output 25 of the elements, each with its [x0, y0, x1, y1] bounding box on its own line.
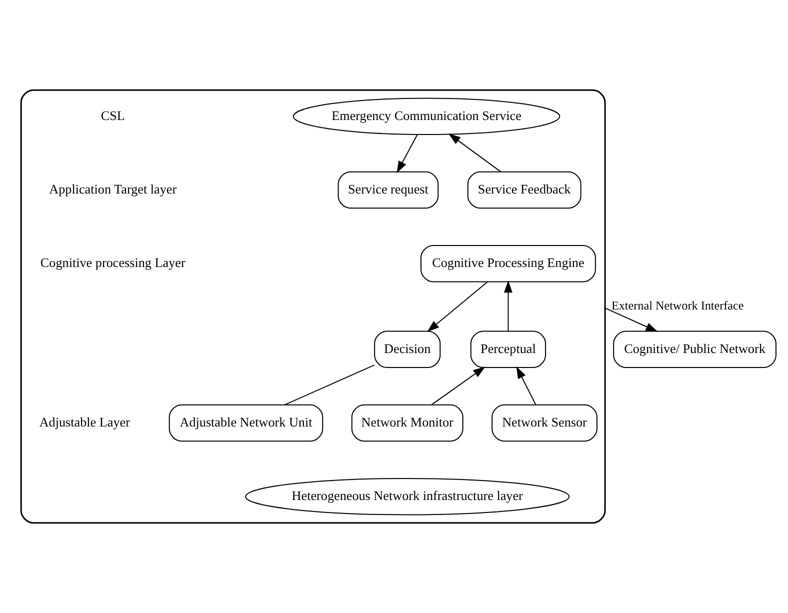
arrow — [448, 133, 500, 172]
cluster — [20, 89, 606, 524]
node-box: Cognitive/ Public Network — [612, 330, 776, 368]
arrow — [503, 280, 512, 332]
node-box: Perceptual — [470, 330, 546, 368]
node-box: Network Sensor — [491, 404, 597, 442]
arrow — [516, 366, 536, 406]
label: Cognitive processing Layer — [40, 255, 185, 270]
node-box: Service Feedback — [466, 171, 581, 209]
arrow — [426, 282, 488, 332]
label: CSL — [100, 108, 124, 123]
label: Adjustable Layer — [38, 414, 130, 430]
connector — [284, 364, 374, 406]
node-box: Service request — [337, 171, 438, 209]
arrow — [430, 366, 485, 406]
node-box: Adjustable Network Unit — [168, 404, 323, 442]
node-ellipse: Emergency Communication Service — [292, 98, 560, 136]
node-box: Network Monitor — [350, 404, 463, 442]
arrow — [396, 134, 418, 174]
node-box: Decision — [374, 330, 440, 368]
node-ellipse: Heterogeneous Network infrastructure layer — [244, 478, 570, 516]
label: Application Target layer — [48, 181, 176, 196]
node-box: Cognitive Processing Engine — [420, 244, 596, 282]
arrow — [604, 308, 658, 332]
edge-label: External Network Interface — [610, 298, 744, 313]
